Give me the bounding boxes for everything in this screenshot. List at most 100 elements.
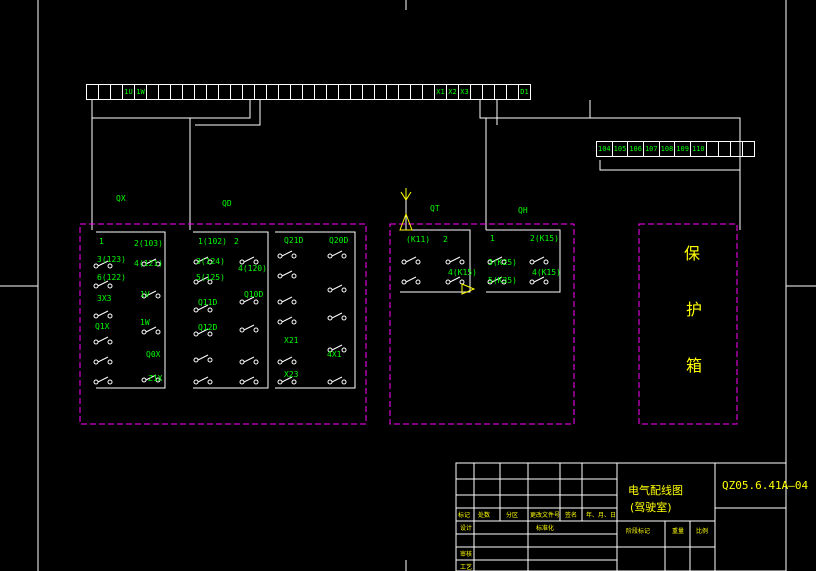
contact-terminal: [445, 259, 451, 265]
contact-terminal: [155, 329, 161, 335]
terminal-cell: [411, 85, 423, 99]
contact-terminal: [107, 263, 113, 269]
qd-label-q12d: Q12D: [198, 323, 218, 332]
qd-label-x23: X23: [284, 370, 299, 379]
tb-count: 处数: [478, 512, 491, 519]
contact-terminal: [459, 259, 465, 265]
contact-terminal: [341, 253, 347, 259]
terminal-cell: [351, 85, 363, 99]
contact-terminal: [327, 379, 333, 385]
contact-blade: [197, 376, 209, 383]
terminal-cell: X1: [435, 85, 447, 99]
contact-terminal: [93, 283, 99, 289]
qx-label-1: 1: [99, 237, 104, 246]
group-label-qt: QT: [430, 204, 440, 213]
qh-label-4: 4(K15): [532, 268, 561, 277]
terminal-cell: 107: [644, 142, 660, 156]
qx-label-z1x: Z1X: [148, 374, 163, 383]
contact-blade: [197, 256, 209, 263]
contact-terminal: [207, 259, 213, 265]
terminal-cell: [279, 85, 291, 99]
contact-terminal: [93, 263, 99, 269]
contact-blade: [97, 336, 109, 343]
terminal-cell: 109: [675, 142, 691, 156]
contact-blade: [97, 356, 109, 363]
title-block-lines: [455, 462, 787, 571]
terminal-cell: [483, 85, 495, 99]
qx-label-6: 6(122): [97, 273, 126, 282]
contact-terminal: [93, 339, 99, 345]
terminal-cell: [195, 85, 207, 99]
contact-terminal: [93, 379, 99, 385]
qd-label-q10d: Q10D: [244, 290, 264, 299]
contact-terminal: [141, 329, 147, 335]
contact-terminal: [141, 377, 147, 383]
contact-terminal: [291, 359, 297, 365]
contact-blade: [145, 326, 157, 333]
terminal-cell: [339, 85, 351, 99]
qd-label-5: 5(125): [196, 273, 225, 282]
drawing-title-1: 电气配线图: [628, 484, 683, 497]
contact-terminal: [107, 379, 113, 385]
contact-blade: [405, 256, 417, 263]
terminal-cell: [707, 142, 719, 156]
terminal-cell: [303, 85, 315, 99]
contact-terminal: [207, 307, 213, 313]
contact-blade: [243, 296, 255, 303]
contact-terminal: [291, 299, 297, 305]
tb-change-doc: 更改文件号: [530, 512, 561, 519]
contact-blade: [145, 374, 157, 381]
contact-terminal: [239, 327, 245, 333]
contact-blade: [331, 284, 343, 291]
qd-label-q11d: Q11D: [198, 298, 218, 307]
terminal-cell: [327, 85, 339, 99]
tb-standardize: 标准化: [536, 525, 555, 532]
qx-label-4: 4(121): [134, 259, 163, 268]
qd-label-3: 3(124): [196, 257, 225, 266]
contact-blade: [145, 258, 157, 265]
tb-stage-mark: 阶段标记: [626, 528, 651, 535]
contact-terminal: [253, 299, 259, 305]
protection-box: [638, 223, 738, 425]
contact-blade: [491, 256, 503, 263]
contact-terminal: [155, 377, 161, 383]
contact-blade: [97, 260, 109, 267]
terminal-cell: [495, 85, 507, 99]
contact-terminal: [239, 379, 245, 385]
contact-terminal: [277, 299, 283, 305]
contact-blade: [197, 304, 209, 311]
contact-terminal: [341, 347, 347, 353]
terminal-cell: [99, 85, 111, 99]
contact-terminal: [207, 357, 213, 363]
contact-terminal: [277, 379, 283, 385]
terminal-cell: 104: [597, 142, 613, 156]
contact-terminal: [291, 379, 297, 385]
contact-blade: [243, 356, 255, 363]
qx-label-q1x: Q1X: [95, 322, 110, 331]
terminal-cell: D1: [520, 88, 529, 96]
tb-scale: 比例: [696, 528, 709, 535]
group-label-qh: QH: [518, 206, 528, 215]
contact-blade: [331, 250, 343, 257]
protect-char-1: 保: [684, 244, 701, 263]
contact-blade: [243, 256, 255, 263]
contact-terminal: [93, 359, 99, 365]
qx-label-3x3: 3X3: [97, 294, 112, 303]
contact-terminal: [277, 273, 283, 279]
terminal-cell: [183, 85, 195, 99]
qx-label-q0x: Q0X: [146, 350, 161, 359]
contact-blade: [405, 276, 417, 283]
driver-right-console-box: [389, 223, 575, 425]
contact-blade: [449, 276, 461, 283]
controller-outlines: [96, 229, 561, 389]
tb-mark: 标记: [458, 512, 471, 519]
terminal-cell: [731, 142, 743, 156]
contact-blade: [281, 296, 293, 303]
contact-terminal: [341, 379, 347, 385]
contact-blade: [197, 354, 209, 361]
contact-terminal: [107, 339, 113, 345]
terminal-cell: [255, 85, 267, 99]
wire-bundle: [91, 100, 741, 230]
